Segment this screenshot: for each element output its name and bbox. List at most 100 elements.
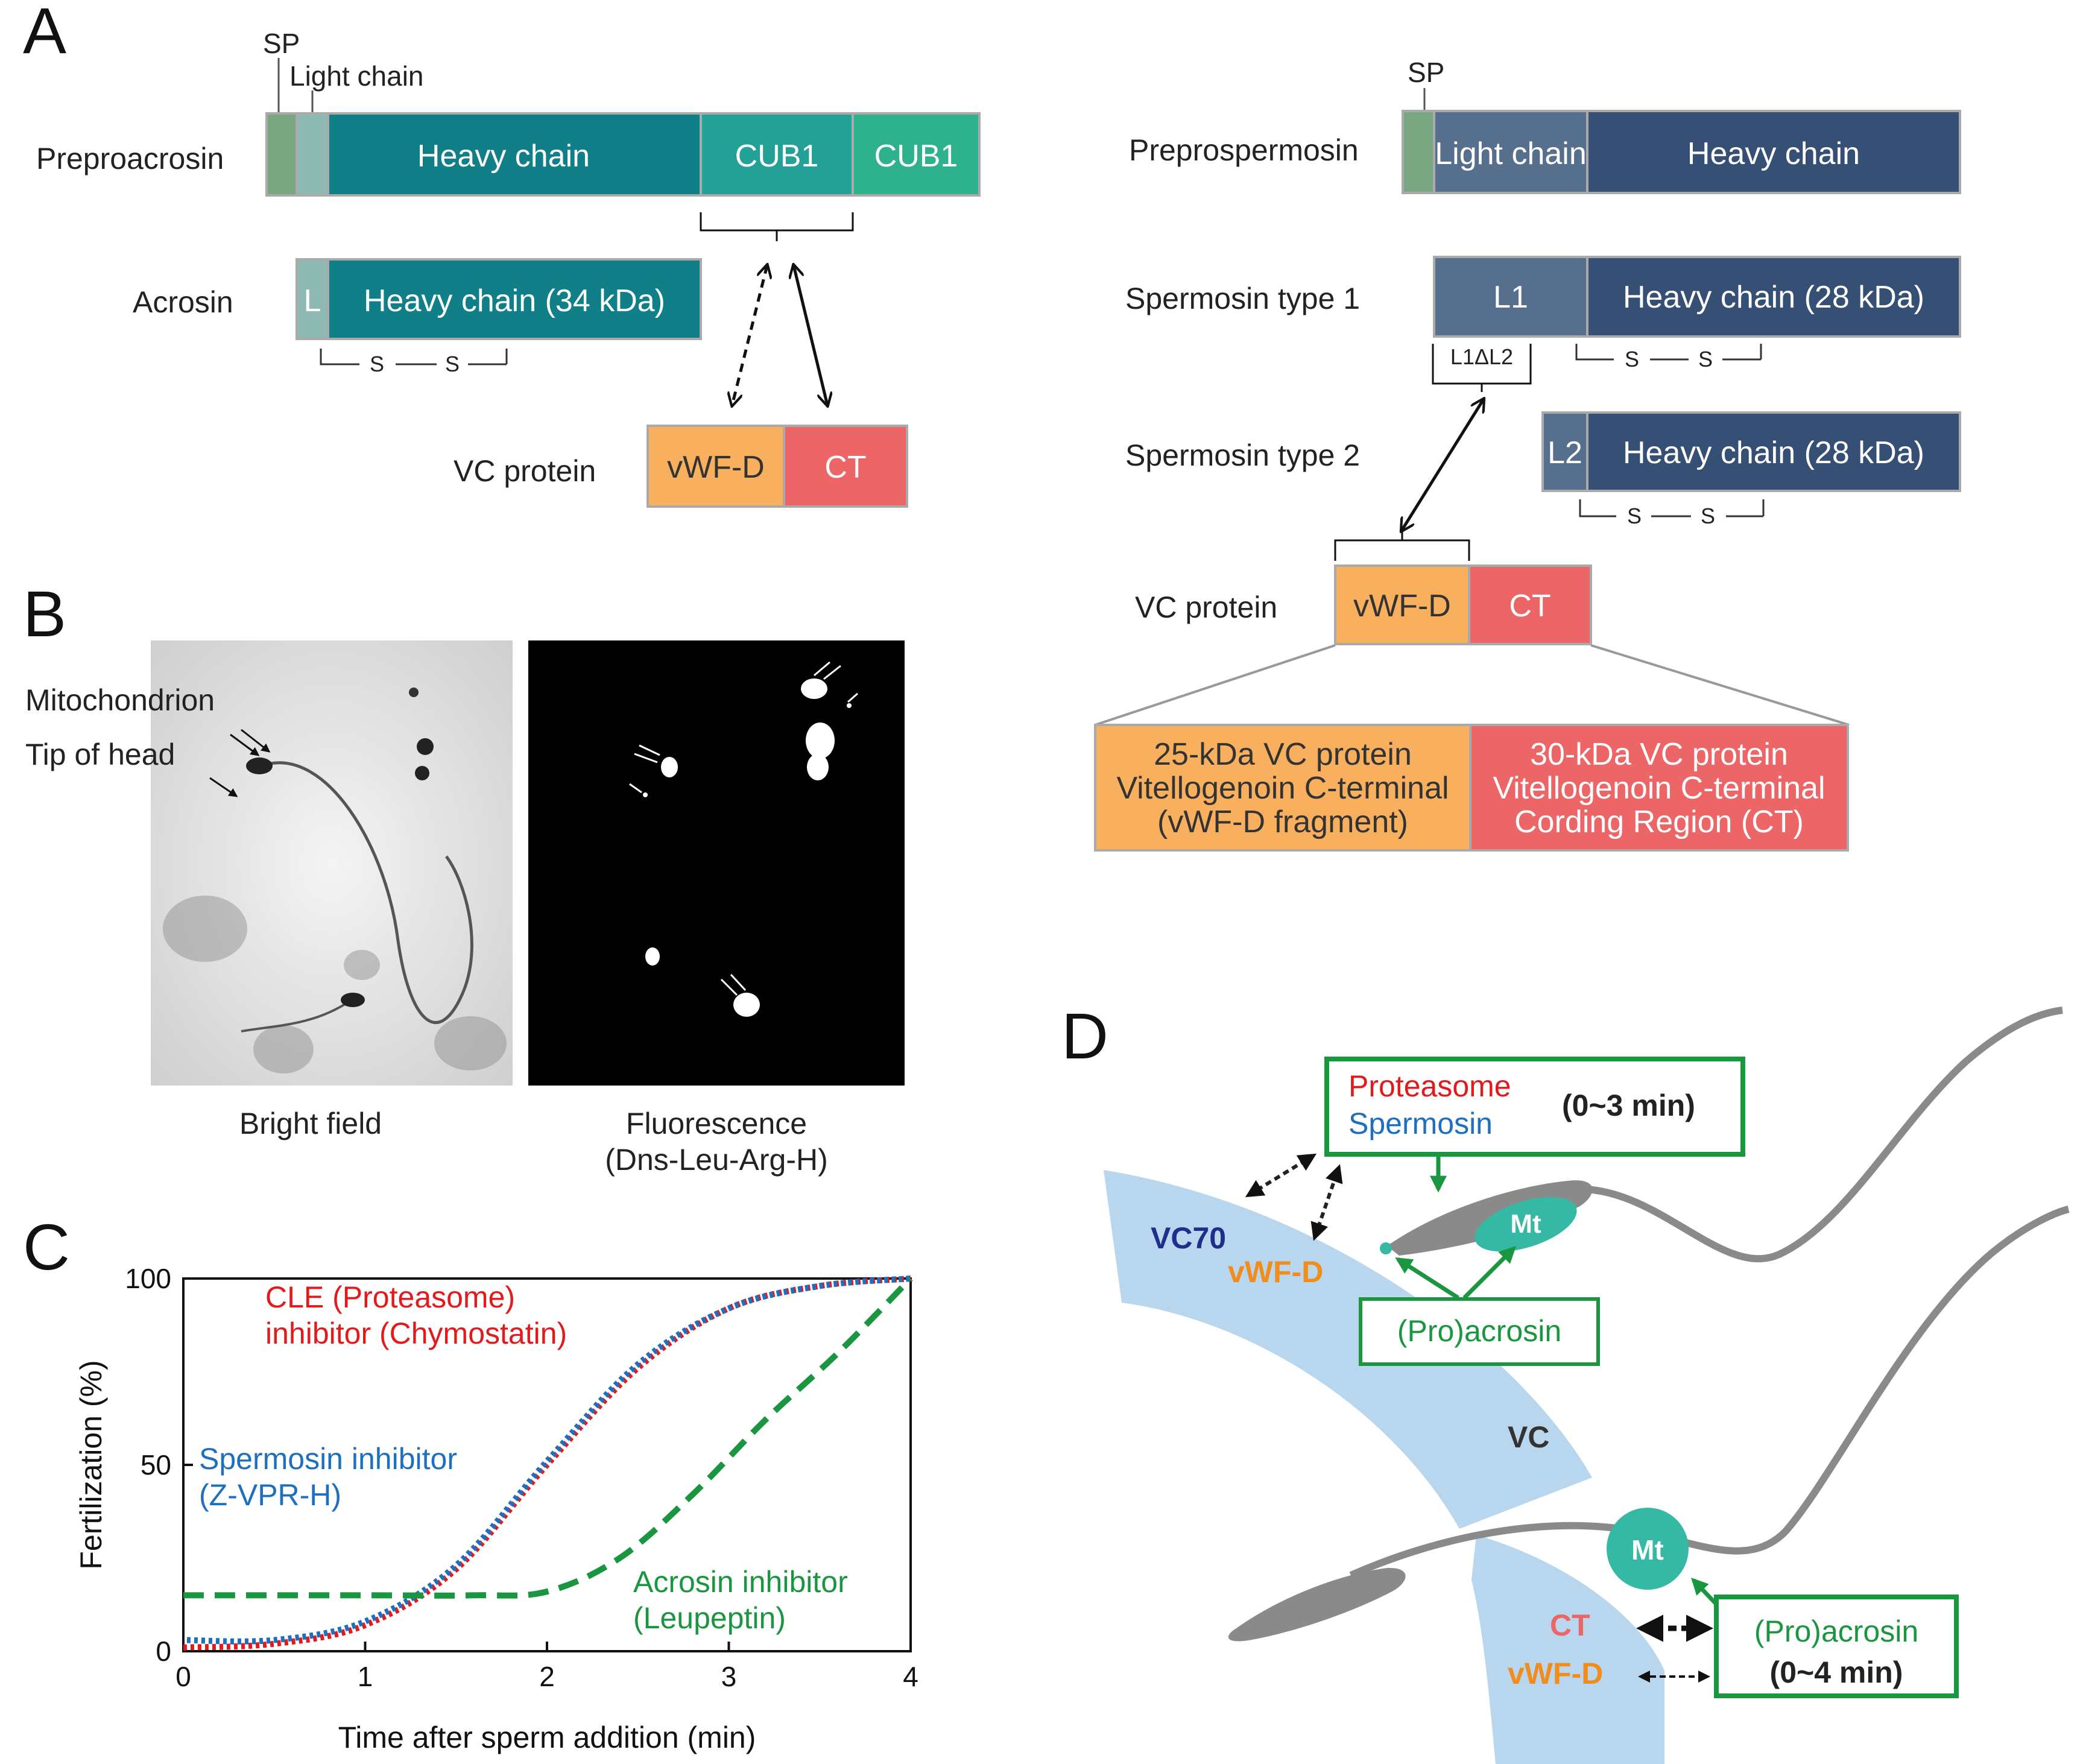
frag30-box xyxy=(1469,724,1849,852)
spermosin-heavy: Heavy chain xyxy=(1687,136,1860,171)
vc-protein-right-bar xyxy=(1334,564,1592,645)
fluorescence-caption: Fluorescence xyxy=(626,1107,807,1140)
cub1-b: CUB1 xyxy=(874,139,958,174)
vwfd-upper-label: vWF-D xyxy=(1228,1255,1323,1289)
vc-layer-lower xyxy=(1471,1535,1664,1764)
mt-lower xyxy=(1607,1508,1689,1590)
bright-arrow-1 xyxy=(230,733,260,756)
mt-upper-label: Mt xyxy=(1510,1209,1541,1239)
mt-upper xyxy=(1475,1197,1577,1252)
frag25-line1: 25-kDa VC protein xyxy=(1154,737,1412,772)
l2: L2 xyxy=(1547,435,1582,470)
spermosin-sp-domain xyxy=(1402,110,1435,194)
spermosin-sp-label: SP xyxy=(1408,57,1444,88)
mitochondrion-label: Mitochondrion xyxy=(25,683,215,717)
series-annotation: (Z-VPR-H) xyxy=(199,1478,341,1512)
bright-field-sperm-head-2 xyxy=(341,993,365,1007)
heavy-domain xyxy=(327,112,702,197)
spermosin-type2-label: Spermosin type 2 xyxy=(1125,438,1360,472)
upper-sperm-tip xyxy=(1380,1242,1392,1254)
mt-lower-label: Mt xyxy=(1631,1534,1664,1566)
bright-field-dot-2 xyxy=(415,766,429,780)
proacrosin-lower-arrow xyxy=(1691,1577,1718,1606)
vc-left-vwfd-domain xyxy=(646,425,785,508)
type1-ss-bracket xyxy=(1575,344,1762,361)
proacrosin-box-upper xyxy=(1359,1297,1600,1366)
vc-label: VC xyxy=(1508,1420,1549,1454)
vc-protein-left-label: VC protein xyxy=(454,454,596,488)
light-chain-label: Light chain xyxy=(289,60,424,92)
solid-interaction-arrow xyxy=(794,265,827,405)
vc-right-bracket xyxy=(1334,532,1470,561)
y-tick-label: 100 xyxy=(125,1263,171,1294)
vc-protein-left-bar xyxy=(646,425,908,508)
acrosin-s1: S xyxy=(370,352,384,376)
spermosin-light-domain xyxy=(1433,110,1588,194)
spermosin-type1-bar xyxy=(1433,256,1961,338)
acrosin-ss-bracket xyxy=(320,349,508,365)
bright-field-blobs xyxy=(163,896,507,1073)
preproacrosin-label: Preproacrosin xyxy=(36,142,224,175)
spermosin-type2-bar xyxy=(1541,411,1961,492)
dashed-interaction-arrow xyxy=(732,265,767,405)
vwfd-lower-label: vWF-D xyxy=(1508,1657,1603,1690)
frag30-line1: 30-kDa VC protein xyxy=(1530,737,1788,772)
time2-label: (0~4 min) xyxy=(1770,1655,1903,1689)
type2-heavy: Heavy chain (28 kDa) xyxy=(1623,435,1924,470)
type2-s2: S xyxy=(1701,504,1715,528)
spermosin-type1-label: Spermosin type 1 xyxy=(1125,282,1360,315)
series-annotation: (Leupeptin) xyxy=(633,1601,786,1635)
bright-field-caption: Bright field xyxy=(239,1107,382,1140)
upper-sperm-tail xyxy=(1585,1007,2063,1263)
x-tick-label: 3 xyxy=(721,1661,737,1692)
preproacrosin-heavy: Heavy chain xyxy=(417,139,590,174)
type1-heavy: Heavy chain (28 kDa) xyxy=(1623,280,1924,315)
series-line xyxy=(183,1276,911,1645)
spermosin-vc-arrow xyxy=(1402,399,1484,531)
panel-label-d: D xyxy=(1061,999,1108,1072)
series-lines xyxy=(183,1276,913,1651)
time1-label: (0~3 min) xyxy=(1562,1089,1695,1122)
sp-label: SP xyxy=(263,28,300,59)
l2-domain xyxy=(1541,411,1588,492)
vc-layer-upper xyxy=(1104,1170,1592,1529)
series-annotation: Acrosin inhibitor xyxy=(633,1565,848,1599)
preproacrosin-bar xyxy=(265,112,981,197)
x-tick-label: 2 xyxy=(539,1661,555,1692)
ct-label: CT xyxy=(1550,1608,1590,1642)
spermosin-heavy-domain xyxy=(1586,110,1961,194)
bright-field-sperm-tail xyxy=(265,761,473,1024)
acrosin-heavy: Heavy chain (34 kDa) xyxy=(364,283,665,318)
preprospermosin-bar xyxy=(1402,110,1961,194)
spermosin-light: Light chain xyxy=(1435,136,1587,171)
bright-field-sperm-tail-2 xyxy=(241,1000,351,1032)
proacrosin-arrow-mt xyxy=(1462,1246,1516,1300)
vc-right-vwfd: vWF-D xyxy=(1353,589,1451,624)
lower-sperm-head xyxy=(1228,1567,1406,1642)
proteasome-label: Proteasome xyxy=(1348,1069,1511,1103)
l1-delta-l2: L1ΔL2 xyxy=(1450,344,1513,369)
vc-protein-right-label: VC protein xyxy=(1135,590,1277,624)
panel-b: Mitochondrion Tip of head Bright field F… xyxy=(25,640,905,1177)
lower-sperm-tail xyxy=(1349,1206,2070,1579)
bright-field-sperm-head xyxy=(246,757,273,774)
acrosin-l-domain xyxy=(296,258,329,340)
acrosin-s2: S xyxy=(445,352,460,376)
acrosin-label: Acrosin xyxy=(133,285,233,319)
l1: L1 xyxy=(1493,280,1528,315)
delta-bracket xyxy=(1432,344,1532,392)
frag25-box xyxy=(1094,724,1471,852)
frag25-line3: (vWF-D fragment) xyxy=(1157,805,1408,839)
series-annotation: Spermosin inhibitor xyxy=(199,1442,457,1476)
tip-of-head-label: Tip of head xyxy=(25,738,175,771)
type2-heavy-domain xyxy=(1586,411,1961,492)
cub1-domain-b xyxy=(852,112,981,197)
vc70-label: VC70 xyxy=(1151,1221,1226,1255)
x-axis-label: Time after sperm addition (min) xyxy=(338,1721,756,1754)
acrosin-l: L xyxy=(304,283,321,318)
bright-field-dot-1 xyxy=(417,738,434,755)
type1-heavy-domain xyxy=(1586,256,1961,338)
fluorescence-caption-2: (Dns-Leu-Arg-H) xyxy=(605,1143,828,1177)
